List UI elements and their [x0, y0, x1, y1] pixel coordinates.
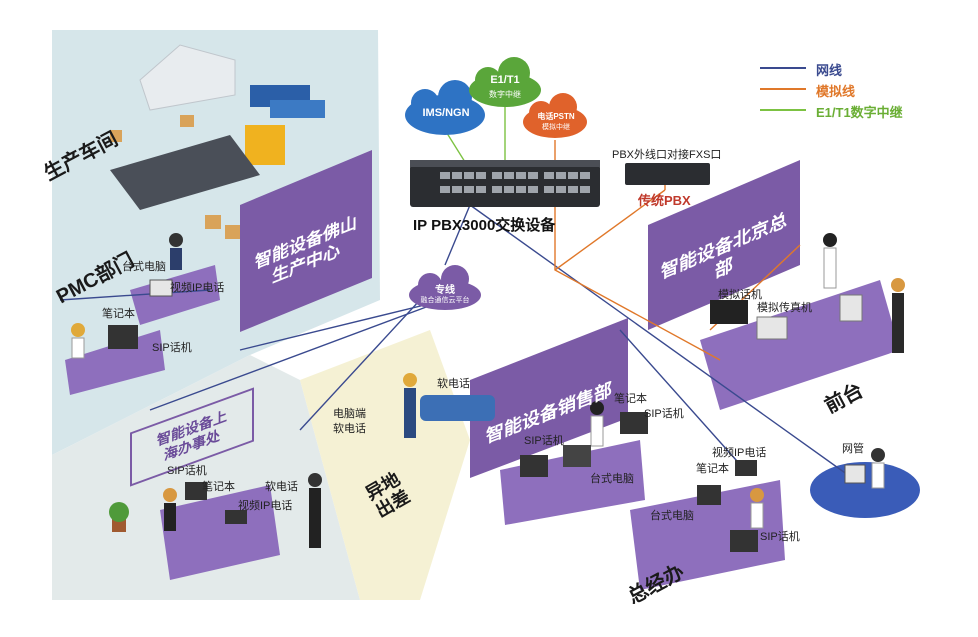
shanghai-floor — [52, 355, 360, 600]
pbx-note: PBX外线口对接FXS口 — [612, 149, 722, 161]
cloud-pstn-title: 电话PSTN — [537, 112, 575, 121]
net-mgmt-zone — [810, 462, 920, 518]
cloud-e1 — [469, 57, 541, 107]
traditional-pbx-device — [625, 163, 710, 185]
foshan-banner-text: 智能设备佛山生产中心 — [255, 212, 357, 287]
sh-video-label: 视频IP电话 — [238, 500, 293, 512]
pmc-desk — [130, 265, 220, 325]
net-mgmt-label: 网管 — [842, 443, 864, 455]
gm-desk — [630, 480, 785, 590]
cloud-e1-title: E1/T1 — [490, 74, 520, 86]
gm-sip-label: SIP话机 — [760, 531, 800, 543]
cloud-e1-sub: 数字中继 — [489, 90, 521, 99]
ip-pbx-device — [410, 160, 600, 207]
cloud-ims-label: IMS/NGN — [422, 107, 470, 119]
people-illustrations — [71, 233, 905, 548]
travel-soft-label: 软电话 — [437, 378, 470, 390]
pmc-sip-label: SIP话机 — [152, 342, 192, 354]
pmc-laptop-label: 笔记本 — [102, 308, 135, 320]
sh-laptop-label: 笔记本 — [202, 481, 235, 493]
sales-sip2-label: SIP话机 — [524, 435, 564, 447]
cloud-platform — [409, 265, 481, 310]
beijing-banner-shape — [648, 160, 800, 330]
gm-laptop-label: 笔记本 — [696, 463, 729, 475]
gm-desktop-label: 台式电脑 — [650, 510, 694, 522]
bj-analog-phone-label: 模拟话机 — [718, 289, 762, 301]
travel-pc-soft-label-2: 软电话 — [333, 423, 366, 435]
sales-desk — [500, 440, 645, 525]
sales-laptop-label: 笔记本 — [614, 393, 647, 405]
factory-illustration — [110, 44, 325, 239]
pmc-desk2 — [65, 330, 165, 395]
sh-soft-label: 软电话 — [265, 481, 298, 493]
sales-desktop-label: 台式电脑 — [590, 473, 634, 485]
cloud-pstn — [523, 93, 587, 138]
sh-desk — [160, 485, 280, 580]
device-illustrations — [108, 279, 866, 552]
legend-network: 网线 — [816, 63, 843, 78]
bj-analog-fax-label: 模拟传真机 — [757, 302, 812, 314]
cloud-platform-sub: 融合通信云平台 — [420, 297, 470, 304]
network-lines — [59, 204, 856, 481]
travel-pc-soft-label-1: 电脑端 — [333, 408, 366, 420]
legend-trunk: E1/T1数字中继 — [816, 105, 903, 120]
pmc-desktop-label: 台式电脑 — [122, 261, 166, 273]
cloud-platform-title: 专线 — [435, 285, 455, 296]
ip-pbx-label: IP PBX3000交换设备 — [413, 217, 556, 234]
pbx-name: 传统PBX — [638, 193, 691, 208]
gm-video-label: 视频IP电话 — [712, 447, 767, 459]
foshan-banner-shape — [240, 150, 372, 332]
sh-sip-label: SIP话机 — [167, 465, 207, 477]
sales-sip1-label: SIP话机 — [644, 408, 684, 420]
legend-analog: 模拟线 — [816, 84, 856, 99]
sales-banner-shape — [470, 318, 628, 478]
pmc-video-label: 视频IP电话 — [170, 282, 225, 294]
cloud-pstn-sub: 模拟中继 — [542, 124, 570, 131]
cloud-ims — [405, 80, 485, 135]
